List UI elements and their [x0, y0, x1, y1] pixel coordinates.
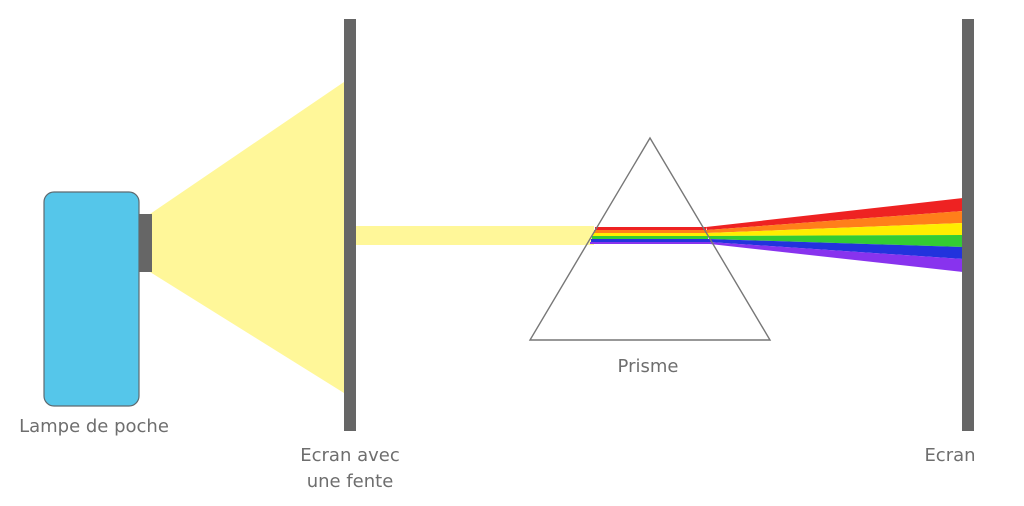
screen — [962, 19, 974, 431]
prism-label: Prisme — [617, 356, 679, 377]
spectrum-inside-prism — [590, 227, 710, 244]
flashlight-head — [139, 214, 152, 272]
slit-screen-label-line2: une fente — [306, 471, 394, 492]
slit-screen-label-line1: Ecran avec — [300, 445, 400, 466]
flashlight-body — [43, 191, 140, 407]
dispersed-spectrum — [706, 198, 963, 272]
screen-label: Ecran — [924, 445, 976, 466]
narrow-light-beam — [356, 226, 594, 245]
flashlight-label: Lampe de poche — [19, 416, 169, 437]
slit-screen — [344, 19, 356, 431]
light-cone — [150, 82, 344, 393]
prism — [528, 136, 772, 341]
